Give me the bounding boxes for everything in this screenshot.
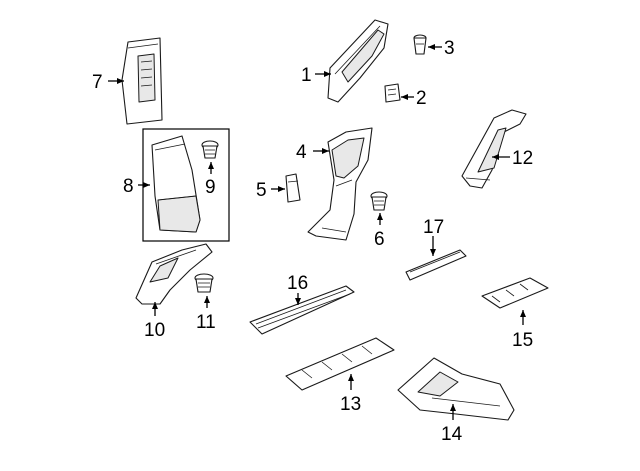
part-10-cowl-trim[interactable] [135,243,213,305]
callout-8: 8 [123,176,134,197]
part-8-pillar-panel[interactable] [151,135,201,233]
part-17-rear-scuff[interactable] [405,249,467,281]
callout-7: 7 [92,72,103,93]
part-6-screw[interactable] [370,191,388,211]
part-13-floor-bracket[interactable] [285,337,395,391]
callout-4: 4 [296,142,307,163]
part-1-a-pillar-trim[interactable] [327,19,389,103]
callout-10: 10 [144,320,165,341]
part-12-quarter-trim[interactable] [461,109,527,189]
callout-3: 3 [444,38,455,59]
part-3-retainer-pin[interactable] [413,34,427,55]
part-11-screw[interactable] [194,273,214,293]
callout-13: 13 [340,394,361,415]
callout-1: 1 [301,65,312,86]
callout-16: 16 [287,273,308,294]
callout-6: 6 [374,229,385,250]
part-14-floor-panel[interactable] [397,357,515,421]
callout-2: 2 [416,88,427,109]
callout-9: 9 [205,177,216,198]
part-4-b-pillar-trim[interactable] [307,127,373,241]
part-16-scuff-plate[interactable] [249,285,355,335]
part-5-bracket[interactable] [285,173,301,203]
part-7-pillar-trim[interactable] [121,37,163,125]
callout-17: 17 [423,217,444,238]
part-2-clip[interactable] [384,83,401,103]
part-9-push-pin[interactable] [201,140,219,159]
callout-12: 12 [512,148,533,169]
callout-5: 5 [256,180,267,201]
callout-15: 15 [512,330,533,351]
part-15-bracket-plate[interactable] [481,277,549,309]
callout-11: 11 [196,312,216,333]
callout-14: 14 [441,424,463,445]
